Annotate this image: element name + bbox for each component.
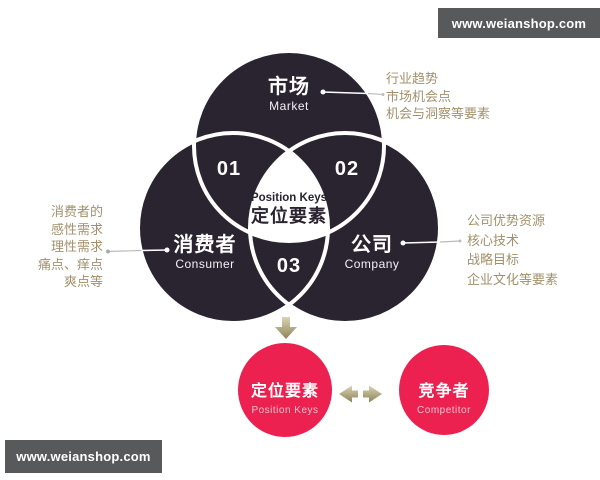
position-keys-label-en: Position Keys — [251, 405, 318, 416]
market-connector-line — [367, 92, 384, 96]
watermark-url-top: www.weianshop.com — [451, 15, 587, 31]
annotation-line: 公司优势资源 — [467, 213, 546, 228]
consumer-label-zh: 消费者 — [174, 232, 237, 256]
annotation-line: 消费者的 — [50, 204, 103, 219]
position-keys-label-zh: 定位要素 — [250, 381, 319, 400]
annotation-line: 战略目标 — [467, 252, 520, 267]
competitor-circle — [399, 345, 489, 435]
left-arrow-icon — [339, 385, 358, 403]
connector-dot — [381, 93, 385, 96]
consumer-connector-line — [140, 249, 168, 252]
annotation-line: 机会与洞察等要素 — [386, 106, 491, 121]
watermark-url-bottom: www.weianshop.com — [16, 449, 151, 464]
market-connector-line — [322, 91, 369, 95]
annotation-line: 感性需求 — [50, 221, 103, 237]
down-arrow-icon — [275, 317, 297, 339]
connector-dot — [106, 249, 110, 254]
company-label-zh: 公司 — [351, 233, 393, 256]
watermark-banner-top: www.weianshop.com — [438, 8, 600, 38]
annotation-line: 理性需求 — [50, 239, 103, 254]
number-02: 02 — [335, 158, 359, 180]
annotation-line: 核心技术 — [467, 232, 520, 248]
competitor-label-zh: 竞争者 — [418, 381, 469, 400]
market-label-en: Market — [269, 99, 309, 113]
right-arrow-icon — [363, 385, 382, 403]
annotation-line: 爽点等 — [63, 274, 103, 289]
company-connector-line — [439, 240, 461, 243]
number-01: 01 — [217, 158, 241, 180]
center-label-en: Position Keys — [251, 192, 327, 204]
connector-dot — [320, 89, 326, 95]
connector-dot — [458, 239, 462, 243]
position-keys-circle — [238, 343, 332, 437]
annotation-line: 痛点、痒点 — [37, 256, 103, 272]
watermark-banner-bottom: www.weianshop.com — [5, 440, 162, 473]
center-intersection-shape — [248, 149, 330, 243]
market-annotation: 行业趋势 市场机会点 机会与洞察等要素 — [386, 70, 490, 123]
competitor-label-en: Competitor — [417, 405, 471, 416]
company-annotation: 公司优势资源 核心技术 战略目标 企业文化等要素 — [467, 211, 558, 289]
consumer-label-en: Consumer — [175, 257, 234, 271]
connector-dot — [164, 247, 170, 253]
annotation-line: 行业趋势 — [386, 71, 439, 86]
consumer-connector-line — [107, 249, 142, 253]
number-03: 03 — [277, 255, 301, 277]
consumer-annotation: 消费者的 感性需求 理性需求 痛点、痒点 爽点等 — [0, 203, 103, 291]
annotation-line: 企业文化等要素 — [467, 271, 559, 287]
annotation-line: 市场机会点 — [386, 88, 452, 104]
company-label-en: Company — [345, 257, 400, 271]
center-label-zh: 定位要素 — [251, 205, 327, 226]
company-connector-line — [402, 241, 441, 244]
market-label-zh: 市场 — [268, 74, 310, 98]
